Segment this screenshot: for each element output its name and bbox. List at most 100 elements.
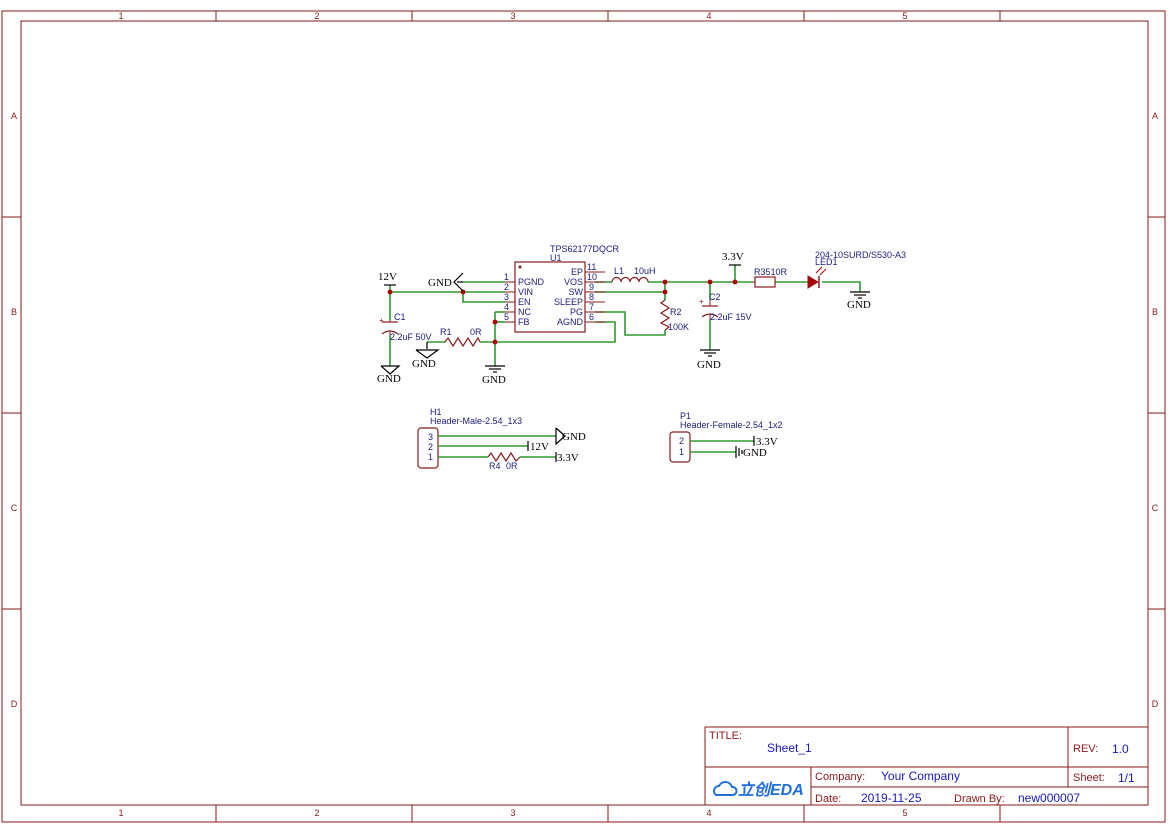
col-label-top: 2 bbox=[314, 11, 319, 21]
drawn-label: Drawn By: bbox=[954, 793, 1005, 805]
outer-border bbox=[1, 10, 1166, 823]
col-label-bottom: 2 bbox=[314, 808, 319, 818]
col-label-top: 3 bbox=[510, 11, 515, 21]
junction-dot bbox=[662, 279, 668, 285]
gnd-symbol-c2: GND bbox=[697, 349, 721, 371]
date-value: 2019-11-25 bbox=[861, 791, 922, 805]
gnd-symbol-c1: GND bbox=[377, 365, 401, 385]
u1-pin-name: PGND bbox=[518, 277, 545, 287]
r1-ref: R1 bbox=[440, 327, 452, 337]
c1-capacitor[interactable]: + C1 2.2uF 50V bbox=[379, 312, 432, 342]
u1-pin-num: 6 bbox=[589, 312, 594, 322]
u1-pin-num: 2 bbox=[504, 282, 509, 292]
u1-part-number: TPS62177DQCR bbox=[550, 244, 620, 254]
u1-pin-name: FB bbox=[518, 317, 530, 327]
p1-part: Header-Female-2.54_1x2 bbox=[680, 420, 783, 430]
h1-ref: H1 bbox=[430, 407, 442, 417]
p1-pin-num: 1 bbox=[679, 447, 684, 457]
col-label-top: 5 bbox=[902, 11, 907, 21]
gnd-symbol-u1: GND bbox=[428, 272, 464, 292]
p1-pin-num: 2 bbox=[679, 436, 684, 446]
row-label-right: C bbox=[1152, 503, 1159, 513]
r2-ref: R2 bbox=[670, 307, 682, 317]
u1-pin-num: 5 bbox=[504, 312, 509, 322]
row-label-right: B bbox=[1152, 307, 1158, 317]
r1-resistor[interactable]: R1 0R bbox=[440, 327, 482, 348]
u1-pin-num: 4 bbox=[504, 302, 509, 312]
u1-pin-name: SLEEP bbox=[554, 297, 583, 307]
u1-ic[interactable]: TPS62177DQCR U1 bbox=[514, 244, 620, 333]
h1-header[interactable]: H1 Header-Male-2.54_1x3 3 2 1 bbox=[417, 407, 522, 469]
svg-text:3.3V: 3.3V bbox=[557, 452, 579, 464]
col-label-top: 4 bbox=[706, 11, 711, 21]
svg-text:12V: 12V bbox=[530, 441, 549, 453]
h1-wires bbox=[438, 435, 556, 458]
l1-ref: L1 bbox=[614, 266, 624, 276]
u1-pin-num: 7 bbox=[589, 302, 594, 312]
gnd-symbol-h1: GND bbox=[555, 427, 586, 446]
title-block bbox=[704, 726, 1149, 806]
col-label-bottom: 4 bbox=[706, 808, 711, 818]
r2-resistor[interactable]: R2 100K bbox=[659, 299, 689, 332]
r2-value: 100K bbox=[668, 322, 689, 332]
lceda-logo: 立创EDA bbox=[713, 781, 804, 799]
sheet-title: Sheet_1 bbox=[767, 741, 812, 755]
gnd-symbol-fb: GND bbox=[482, 365, 506, 386]
row-label-left: D bbox=[11, 699, 18, 709]
junction-dot bbox=[460, 289, 466, 295]
h1-pin-num: 2 bbox=[428, 442, 433, 452]
row-label-right: D bbox=[1152, 699, 1159, 709]
p1-wires bbox=[690, 440, 754, 453]
svg-text:GND: GND bbox=[377, 373, 401, 385]
c2-capacitor[interactable]: + C2 2.2uF 15V bbox=[699, 292, 752, 322]
junction-dot bbox=[707, 279, 713, 285]
row-label-left: C bbox=[11, 503, 18, 513]
u1-pin-name: EN bbox=[518, 297, 531, 307]
sheet-label: Sheet: bbox=[1073, 772, 1105, 784]
r4-value: 0R bbox=[506, 461, 518, 471]
h1-part: Header-Male-2.54_1x3 bbox=[430, 416, 522, 426]
net-3v3-h1: 3.3V bbox=[555, 452, 579, 464]
rev-value: 1.0 bbox=[1112, 742, 1129, 756]
r4-resistor[interactable]: R4 0R bbox=[487, 451, 521, 471]
p1-ref: P1 bbox=[680, 411, 691, 421]
l1-inductor[interactable]: L1 10uH bbox=[611, 266, 656, 283]
row-label-right: A bbox=[1152, 111, 1158, 121]
r3-label: R3510R bbox=[754, 267, 788, 277]
u1-pin-lines bbox=[505, 271, 605, 323]
c2-value: 2.2uF 15V bbox=[710, 312, 752, 322]
row-label-left: A bbox=[11, 111, 17, 121]
svg-text:GND: GND bbox=[412, 358, 436, 370]
u1-pin-name: EP bbox=[571, 267, 583, 277]
c2-ref: C2 bbox=[709, 292, 721, 302]
junction-dot bbox=[732, 279, 738, 285]
svg-text:GND: GND bbox=[847, 299, 871, 311]
net-12v-main: 12V bbox=[378, 271, 397, 286]
u1-pin-num: 11 bbox=[587, 262, 596, 272]
col-label-bottom: 3 bbox=[510, 808, 515, 818]
led1-part: 204-10SURD/S530-A3 bbox=[815, 250, 906, 260]
svg-text:GND: GND bbox=[697, 359, 721, 371]
u1-pin-num: 3 bbox=[504, 292, 509, 302]
u1-pin-num: 9 bbox=[589, 282, 594, 292]
gnd-symbol-r1: GND bbox=[412, 342, 440, 370]
svg-text:GND: GND bbox=[743, 447, 767, 459]
c1-ref: C1 bbox=[394, 312, 406, 322]
r3-resistor[interactable]: R3510R bbox=[752, 267, 788, 288]
c1-value: 2.2uF 50V bbox=[390, 332, 432, 342]
svg-text:GND: GND bbox=[562, 431, 586, 443]
u1-pin-num: 10 bbox=[587, 272, 597, 282]
col-label-top: 1 bbox=[118, 11, 123, 21]
wires bbox=[389, 265, 861, 366]
u1-pin-name: AGND bbox=[557, 317, 584, 327]
svg-text:12V: 12V bbox=[378, 271, 397, 283]
junction-dot bbox=[492, 339, 498, 345]
p1-header[interactable]: P1 Header-Female-2.54_1x2 2 1 bbox=[669, 411, 783, 463]
col-label-bottom: 1 bbox=[118, 808, 123, 818]
logo-text: 立创EDA bbox=[738, 781, 804, 799]
led1[interactable]: 204-10SURD/S530-A3 LED1 bbox=[807, 250, 906, 289]
u1-ref: U1 bbox=[550, 253, 562, 263]
company-label: Company: bbox=[815, 771, 865, 783]
u1-pin-name: VOS bbox=[564, 277, 583, 287]
row-label-left: B bbox=[11, 307, 17, 317]
